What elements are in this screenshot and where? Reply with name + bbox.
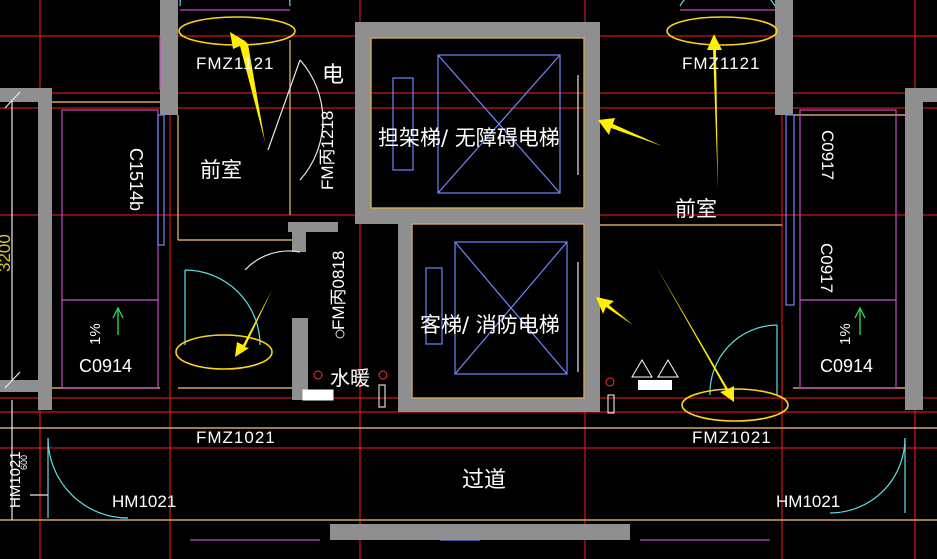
label-hm1021-left: HM1021 [112,492,176,511]
label-hm1021-right: HM1021 [776,492,840,511]
windows [61,9,897,541]
label-c0917-lower: C0917 [817,243,836,293]
arrow-down-left [235,290,272,357]
label-dim-3200: 3200 [0,234,14,272]
label-c0914-left: C0914 [79,356,132,376]
label-pct-right: 1% [837,323,854,345]
highlight-ellipse-top-right [666,16,778,46]
label-c0917-upper: C0917 [818,130,837,180]
label-fmz1021-left: FMZ1021 [196,428,276,447]
label-passenger-fire-elevator: 客梯/ 消防电梯 [420,313,560,337]
dimension-marks [4,91,48,520]
label-shuinuan: 水暖 [330,366,370,390]
arrow-elevator-lower [596,297,633,325]
highlight-ellipse-left [175,334,273,370]
label-qianshi-right: 前室 [675,197,717,221]
elevator-lower [425,241,579,375]
label-dian: 电 [322,63,344,88]
door-swings [47,0,906,519]
label-pct-left: 1% [87,323,104,345]
equipment-marks [302,329,679,414]
label-dim-600: 600 [19,455,29,470]
label-c0914-right: C0914 [820,356,873,376]
label-guodao: 过道 [462,468,506,493]
label-fm-bing-0818: FM丙0818 [329,251,348,330]
label-hm1021-vertical: HM1021 [7,451,24,508]
label-fmz-top-left: FMZ1121 [196,54,275,73]
shaft-door [267,59,324,181]
window-edges [157,114,795,541]
arrow-elevator-upper [598,118,662,146]
label-fmz1021-right: FMZ1021 [692,428,772,447]
walls [0,0,937,540]
highlight-ellipse-right [681,388,789,422]
label-fmz-top-right: FMZ1121 [682,54,761,73]
label-fm-bing-1218: FM丙1218 [318,111,337,190]
label-c1514b: C1514b [126,148,146,211]
elevator-upper [392,54,579,194]
arrow-up-right-1 [707,34,722,190]
labels: FMZ1121 FMZ1121 电 FM丙1218 担架梯/ 无障碍电梯 前室 … [0,54,873,511]
arrow-up-left-1 [230,32,265,142]
annotation-arrows [230,32,734,402]
label-stretcher-elevator: 担架梯/ 无障碍电梯 [378,126,560,150]
label-qianshi-left: 前室 [200,158,242,182]
arrow-down-right [656,266,734,402]
slope-arrows [112,306,866,335]
